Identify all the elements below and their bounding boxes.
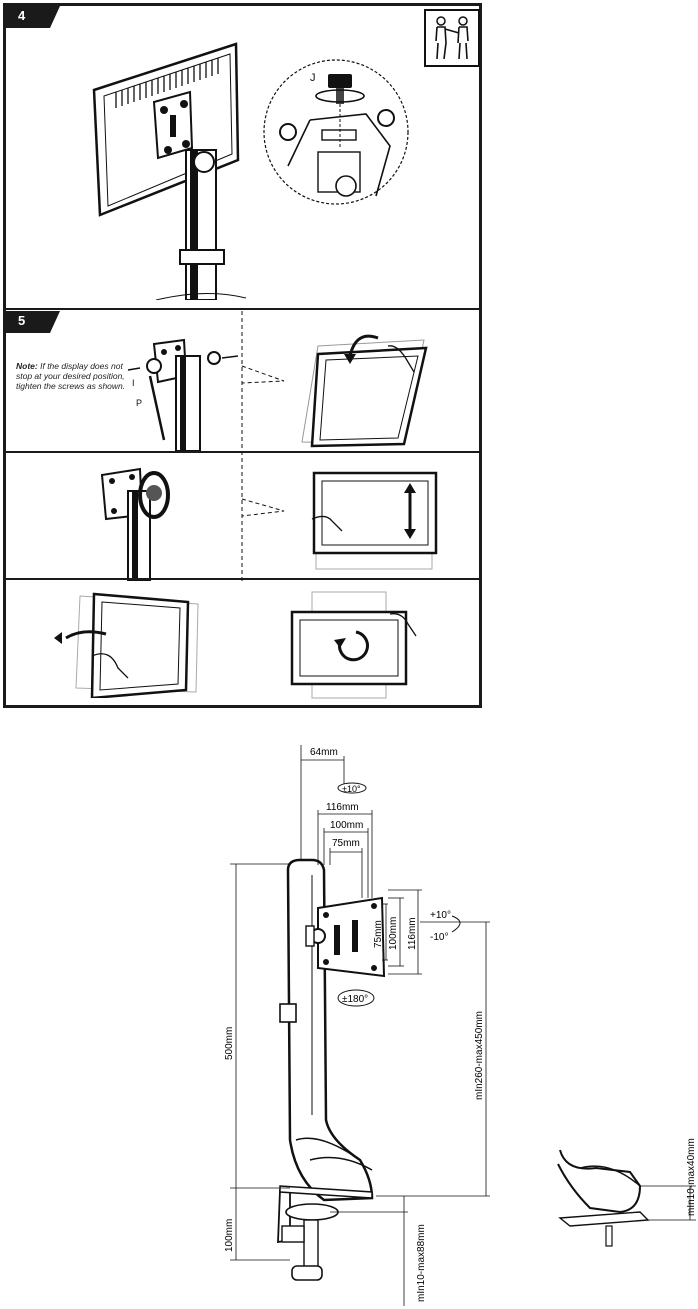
dim-height-range: mIn260-max450mm <box>474 1011 485 1100</box>
instruction-panel: 4 <box>3 3 482 708</box>
note-prefix: Note: <box>16 361 38 371</box>
height-adjust-illustration <box>311 471 438 570</box>
two-person-lift-icon <box>424 9 480 67</box>
dim-tilt-down: -10° <box>430 932 448 943</box>
dim-h75: 75mm <box>373 920 384 948</box>
swivel-detail-illustration <box>100 467 170 581</box>
dim-pole-height: 500mm <box>224 1027 235 1060</box>
tilt-monitor-illustration <box>301 334 428 448</box>
dim-w75: 75mm <box>332 838 360 849</box>
divider <box>6 308 479 310</box>
knob-detail-illustration <box>263 59 409 205</box>
dim-swivel: ±10° <box>342 784 361 794</box>
note-body: If the display does not stop at your des… <box>16 361 126 391</box>
dim-desk-thickness: mIn10-max88mm <box>416 1224 427 1302</box>
dimension-drawing: 64mm ±10° 116mm 100mm 75mm 75mm 100mm 11… <box>224 745 697 1306</box>
monitor-mount-illustration <box>92 42 247 300</box>
dim-w100: 100mm <box>330 820 363 831</box>
callout-j: J <box>310 72 316 84</box>
step-4-tab <box>6 6 60 28</box>
divider <box>6 578 479 580</box>
dim-offset-64: 64mm <box>310 747 338 758</box>
screw-tighten-illustration <box>127 338 239 451</box>
dim-tilt-up: +10° <box>430 910 451 921</box>
dashed-connectors <box>241 311 285 583</box>
callout-p: P <box>136 398 143 408</box>
dim-clamp-height: 100mm <box>224 1219 235 1252</box>
pivot-monitor-illustration <box>54 592 199 698</box>
rotate-monitor-illustration <box>290 591 417 699</box>
note-text: Note: If the display does not stop at yo… <box>16 361 128 391</box>
dim-grommet-thickness: mIn10-max40mm <box>686 1138 697 1216</box>
step-4-number: 4 <box>18 8 26 23</box>
callout-i: I <box>132 378 135 388</box>
dim-h100: 100mm <box>388 917 399 950</box>
dim-w116: 116mm <box>326 802 359 813</box>
dim-rotate: ±180° <box>342 994 368 1005</box>
step-5-tab <box>6 311 60 333</box>
step-5-number: 5 <box>18 313 26 328</box>
divider <box>6 451 479 453</box>
dim-h116: 116mm <box>407 917 418 950</box>
